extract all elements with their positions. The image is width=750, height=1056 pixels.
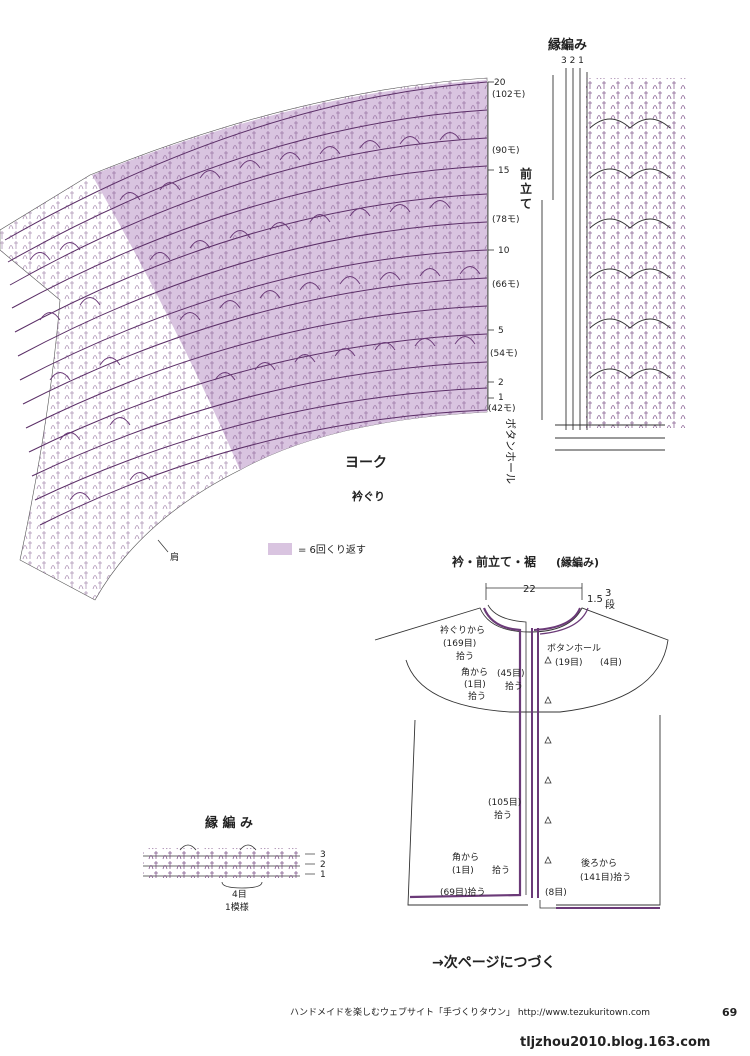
front-band-label-3: て — [520, 197, 532, 211]
corner-bot-line3: 拾う — [492, 864, 510, 876]
neck-pick-line1: 衿ぐりから — [440, 624, 485, 636]
assembly-title: 衿・前立て・裾 — [452, 554, 536, 569]
button-hole-markers — [544, 656, 552, 864]
shoulder-label: 肩 — [170, 551, 179, 563]
repeat-legend: = 6回くり返す — [268, 543, 366, 556]
band-rows-num: 3 — [605, 588, 611, 599]
front-band-label-2: 立 — [520, 181, 532, 196]
corner-top-line2: (1目) — [464, 679, 486, 690]
footer-site: ハンドメイドを楽しむウェブサイト「手づくりタウン」 http://www.tez… — [290, 1006, 650, 1018]
yoke-chart: 20 (102モ) (90モ) 15 (78モ) 10 (66モ) 5 (54モ… — [0, 77, 532, 601]
front-45-line1: (45目) — [497, 668, 524, 679]
row-marker-2-num: 2 — [498, 378, 504, 388]
button-hole-vertical-label: ボタンホール — [504, 418, 517, 484]
edging-top-title: 縁編み — [548, 37, 587, 53]
row-marker-20-count: (102モ) — [492, 90, 525, 100]
neck-pick-line2: (169目) — [443, 638, 476, 649]
legend-swatch — [268, 543, 292, 555]
row-marker-ticks — [487, 81, 494, 410]
front-band-label-1: 前 — [520, 166, 532, 181]
edging-bottom-title: 縁 編 み — [205, 815, 253, 831]
row-marker-15-num: 15 — [498, 166, 509, 176]
blog-watermark: tljzhou2010.blog.163.com — [520, 1035, 710, 1050]
row-marker-90-count: (90モ) — [492, 146, 519, 156]
bh-label: ボタンホール — [547, 643, 601, 654]
yoke-shape — [374, 607, 669, 713]
row-marker-42-count: (42モ) — [488, 404, 515, 414]
edging-repeat-line2: 1模様 — [225, 901, 249, 913]
body-shape — [407, 715, 661, 906]
row-marker-54-count: (54モ) — [490, 349, 517, 359]
corner-bot-line2: (1目) — [452, 865, 474, 876]
width-dimension: 22 — [523, 584, 536, 595]
neck-pick-line3: 拾う — [456, 650, 474, 662]
row-marker-78-count: (78モ) — [492, 215, 519, 225]
front-105-line2: 拾う — [494, 809, 512, 821]
bh-count: (19目) — [555, 657, 582, 668]
corner-top-line3: 拾う — [468, 690, 486, 702]
page-number: 69 — [722, 1006, 737, 1019]
edging-col-nums: 3 2 1 — [561, 56, 584, 66]
row-marker-66-count: (66モ) — [492, 280, 519, 290]
edging-chart-bottom: 縁 編 み 3 2 1 4目 1模様 — [143, 815, 326, 913]
band-rows-unit: 段 — [605, 598, 615, 611]
bh-size: (4目) — [600, 657, 622, 668]
row-marker-10-num: 10 — [498, 246, 510, 256]
front-45-line2: 拾う — [505, 680, 523, 692]
row-marker-5-num: 5 — [498, 326, 504, 336]
row-marker-1-num: 1 — [498, 393, 504, 403]
edging-repeat-line1: 4目 — [232, 889, 247, 900]
row-marker-20-num: 20 — [494, 78, 506, 88]
assembly-title-sub: (縁編み) — [556, 555, 599, 569]
back-line2: (141目)拾う — [580, 871, 631, 883]
assembly-diagram: 衿・前立て・裾 (縁編み) 22 1.5 3 段 — [374, 554, 669, 909]
front-105-line1: (105目) — [488, 797, 521, 808]
edging-row-2: 2 — [320, 860, 326, 870]
edging-row-1: 1 — [320, 870, 326, 880]
continue-next-page: →次ページにつづく — [432, 954, 555, 971]
edging-chart-top: 縁編み 3 2 1 — [541, 37, 686, 451]
corner-top-line1: 角から — [461, 666, 488, 678]
yoke-label: ヨーク — [345, 455, 387, 471]
edging-row-3: 3 — [320, 850, 326, 860]
corner-bot-line1: 角から — [452, 851, 479, 863]
front-band-edge — [409, 607, 522, 899]
neckline-label: 衿ぐり — [352, 489, 385, 503]
yoke-shell-motifs — [29, 132, 481, 501]
hem-8: (8目) — [545, 887, 567, 898]
band-width: 1.5 — [587, 594, 603, 605]
back-line1: 後ろから — [581, 857, 617, 869]
legend-text: = 6回くり返す — [298, 544, 366, 556]
hem-69: (69目)拾う — [440, 886, 485, 898]
